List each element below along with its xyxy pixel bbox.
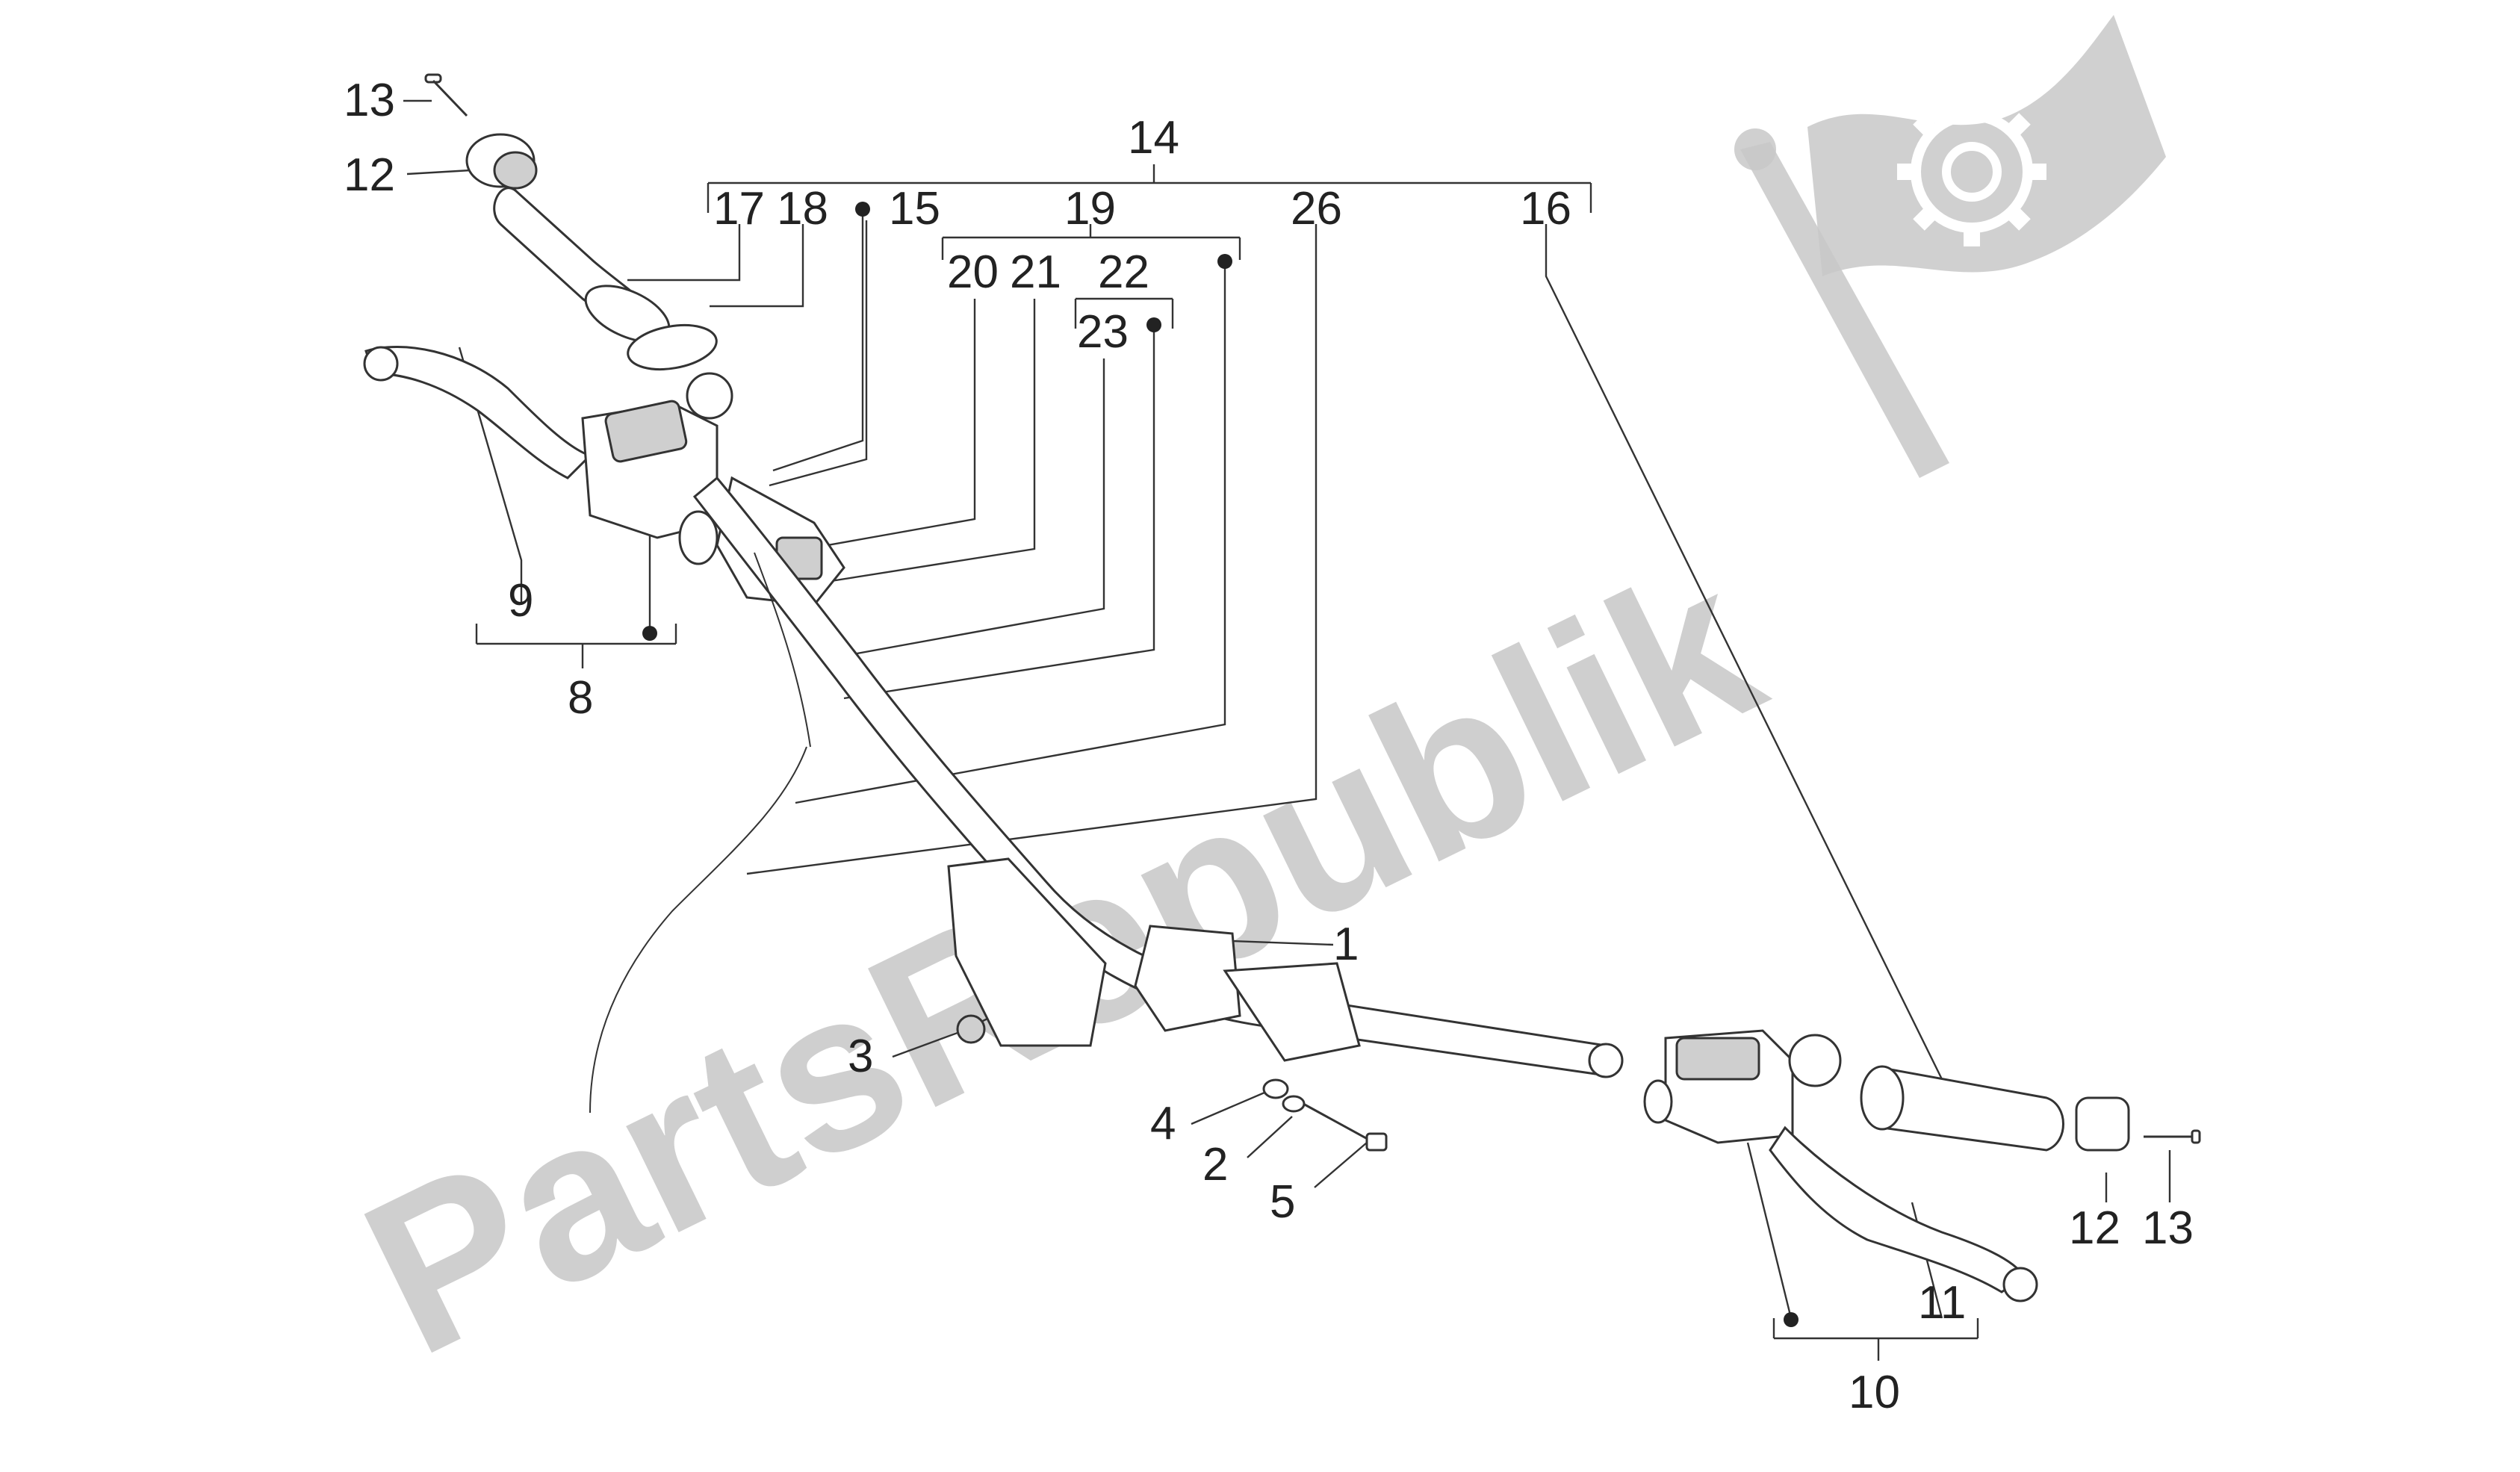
label-22: 22	[1098, 246, 1149, 298]
label-8: 8	[568, 672, 593, 724]
label-17: 17	[713, 183, 765, 235]
label-19: 19	[1064, 183, 1116, 235]
watermark-pole-top	[1734, 128, 1776, 170]
bracket-22	[1074, 297, 1174, 329]
watermark: PartsRepublik	[329, 15, 2166, 1403]
gear-icon	[1897, 97, 2046, 246]
part-handlebar	[692, 476, 1624, 1078]
part-bracket-lower	[947, 857, 1107, 1047]
label-4: 4	[1150, 1098, 1176, 1149]
label-23: 23	[1077, 306, 1129, 358]
watermark-flag	[1807, 15, 2166, 276]
label-14: 14	[1128, 112, 1179, 164]
label-2: 2	[1202, 1139, 1228, 1190]
bracket-19	[941, 224, 1241, 260]
bracket-10	[1772, 1318, 1979, 1361]
label-16: 16	[1520, 183, 1571, 235]
part-master-cylinder-left	[581, 372, 733, 565]
part-grip-right	[1860, 1065, 2064, 1152]
label-18: 18	[777, 183, 828, 235]
label-11: 11	[1918, 1277, 1966, 1329]
part-washer-4-2	[1262, 1078, 1306, 1113]
part-bolt-13-bottom	[2144, 1129, 2201, 1144]
part-bolt-13-top	[424, 73, 468, 117]
label-3: 3	[848, 1031, 873, 1082]
label-1: 1	[1333, 919, 1359, 970]
label-12-top: 12	[344, 149, 395, 201]
part-master-cylinder-right	[1643, 1029, 1842, 1144]
leader-lines	[403, 99, 2171, 1319]
label-21: 21	[1010, 246, 1061, 298]
label-26: 26	[1291, 183, 1342, 235]
label-20: 20	[947, 246, 999, 298]
part-nut-3	[956, 1014, 986, 1044]
label-9: 9	[508, 575, 533, 627]
bracket-14	[707, 164, 1592, 213]
label-13-top: 13	[344, 75, 395, 126]
part-lever-right	[1769, 1125, 2038, 1302]
callout-labels: 13 12 14 17 18 15 19 26 16 20 21 22 23 9…	[344, 75, 2194, 1418]
part-grip-left	[493, 187, 671, 343]
label-13-bottom: 13	[2142, 1202, 2194, 1254]
label-15: 15	[889, 183, 940, 235]
part-cable	[589, 552, 811, 1114]
label-12-bottom: 12	[2069, 1202, 2120, 1254]
part-clamp-1	[1134, 925, 1361, 1062]
part-washer-18	[627, 324, 718, 370]
bullet-dots	[642, 202, 1799, 1327]
label-10: 10	[1849, 1367, 1900, 1418]
part-bolt-5	[1303, 1102, 1388, 1152]
part-bar-end-12-top	[465, 133, 538, 190]
part-lever-left	[363, 345, 592, 479]
bracket-8	[475, 624, 677, 668]
label-5: 5	[1270, 1176, 1295, 1228]
watermark-pole	[1740, 142, 1949, 478]
part-bar-end-12-bottom	[2075, 1096, 2130, 1152]
